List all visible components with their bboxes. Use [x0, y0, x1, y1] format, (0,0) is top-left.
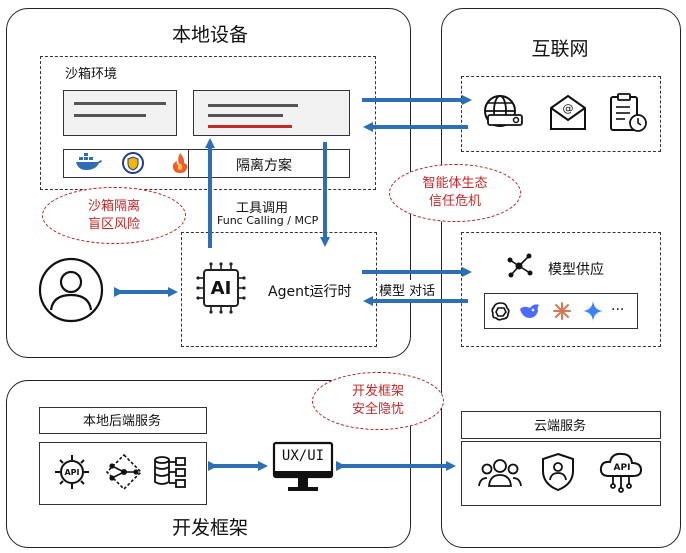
isolation-label: 隔离方案: [236, 158, 292, 174]
email-icon: @: [550, 94, 586, 130]
sandbox-risk-line1: 沙箱隔离: [87, 198, 140, 214]
cloud-label: 云端服务: [533, 418, 586, 434]
ai-chip-icon: [196, 262, 246, 314]
user-group-icon: [478, 459, 522, 487]
ecosystem-risk-oval: 智能体生态 信任危机: [389, 164, 521, 222]
model-dialog-label: 模型 对话: [377, 280, 438, 299]
agent-runtime-box: [181, 232, 377, 347]
local-backend-icons-box: [39, 442, 207, 505]
framework-title: 开发框架: [171, 517, 248, 539]
database-icon: [154, 456, 186, 488]
network-graph-icon: [105, 453, 143, 491]
docker-icon: [76, 153, 102, 170]
cloud-api-icon: [599, 452, 643, 493]
model-network-icon: [507, 253, 533, 278]
agent-runtime-label: Agent运行时: [268, 284, 352, 300]
api-gear-label: API: [64, 467, 80, 477]
framework-risk-line2: 安全隐忧: [351, 402, 404, 417]
svg-text:@: @: [563, 102, 574, 115]
gvisor-icon: [122, 152, 144, 174]
isolation-strip: [63, 149, 350, 178]
task-clipboard-icon: [610, 93, 647, 132]
ux-ui-label: UX/UI: [281, 448, 325, 464]
model-supply-box: [461, 232, 661, 347]
ecosystem-risk-line2: 信任危机: [428, 194, 481, 209]
gemini-icon: [583, 301, 603, 321]
sandbox-risk-oval: 沙箱隔离 盲区风险: [42, 187, 186, 244]
openai-icon: [491, 302, 510, 321]
internet-services-box: [461, 76, 661, 152]
claude-icon: [553, 302, 571, 320]
framework-risk-oval: 开发框架 安全隐忧: [312, 372, 444, 430]
cloud-api-label: API: [613, 463, 631, 473]
firecracker-icon: [172, 153, 188, 173]
sandbox-doc-card-1: [63, 90, 177, 136]
deepseek-icon: [520, 304, 539, 318]
local-device-title: 本地设备: [171, 24, 248, 46]
more-models-label: ···: [611, 302, 625, 318]
api-gear-icon: [55, 455, 89, 489]
local-backend-label: 本地后端服务: [82, 414, 161, 429]
tool-call-label: 工具调用: [236, 201, 289, 216]
model-supply-label: 模型供应: [548, 262, 604, 278]
cloud-label-box: [461, 411, 661, 439]
sandbox-risk-line2: 盲区风险: [87, 216, 140, 232]
ux-ui-monitor-icon: [272, 441, 334, 491]
sandbox-label: 沙箱环境: [65, 67, 118, 82]
globe-icon: [484, 95, 523, 127]
framework-risk-line1: 开发框架: [351, 384, 404, 399]
ai-chip-label: AI: [210, 277, 232, 299]
user-avatar-icon: [38, 257, 104, 323]
sandbox-doc-card-2: [193, 90, 350, 136]
shield-user-icon: [542, 452, 574, 492]
internet-title: 互联网: [531, 38, 589, 60]
ecosystem-risk-line1: 智能体生态: [422, 176, 488, 191]
func-calling-label: Func Calling / MCP: [217, 214, 319, 227]
local-backend-label-box: [39, 407, 207, 434]
